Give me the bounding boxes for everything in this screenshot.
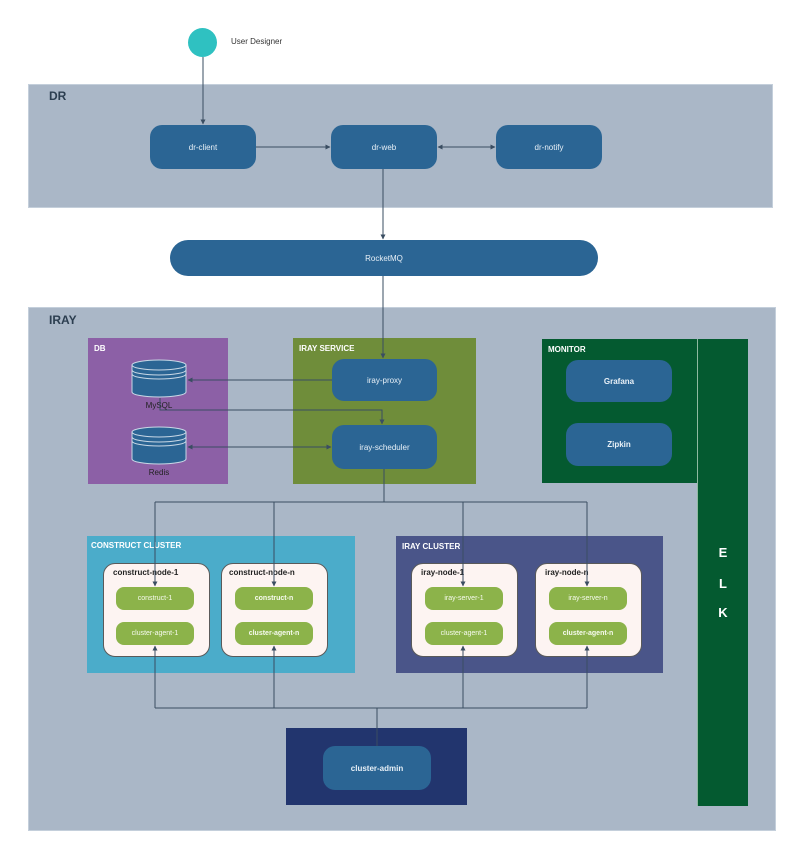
elk-letter-e: E	[718, 545, 728, 560]
cluster-admin-node[interactable]: cluster-admin	[323, 746, 431, 790]
grafana-node[interactable]: Grafana	[566, 360, 672, 402]
arrow-mysql-to-iray-scheduler	[159, 398, 385, 425]
user-designer-actor-icon	[188, 28, 217, 57]
mysql-label: MySQL	[145, 401, 173, 410]
redis-database-icon	[131, 426, 187, 465]
iray-cluster-title: IRAY CLUSTER	[402, 542, 461, 551]
dr-client-node[interactable]: dr-client	[150, 125, 256, 169]
dr-notify-node[interactable]: dr-notify	[496, 125, 602, 169]
redis-label: Redis	[148, 468, 170, 477]
elk-letter-k: K	[718, 605, 728, 620]
construct-cluster-title: CONSTRUCT CLUSTER	[91, 541, 182, 550]
dr-region-title: DR	[49, 89, 67, 103]
actor-label: User Designer	[231, 37, 283, 46]
construct-node-n-title: construct-node-n	[229, 568, 295, 577]
iray-region-title: IRAY	[49, 313, 77, 327]
construct-n-pill[interactable]: construct-n	[235, 587, 313, 610]
iray-server-n-pill[interactable]: iray-server-n	[549, 587, 627, 610]
mysql-database-icon	[131, 359, 187, 398]
iray-cluster-agent-n-pill[interactable]: cluster-agent-n	[549, 622, 627, 645]
iray-service-group-title: IRAY SERVICE	[299, 344, 355, 353]
iray-scheduler-node[interactable]: iray-scheduler	[332, 425, 437, 469]
iray-node-1-title: iray-node-1	[421, 568, 465, 577]
monitor-group-title: MONITOR	[548, 345, 586, 354]
elk-bar: E L K	[697, 339, 748, 806]
cluster-agent-1-pill[interactable]: cluster-agent-1	[116, 622, 194, 645]
iray-server-1-pill[interactable]: iray-server-1	[425, 587, 503, 610]
construct-node-1-title: construct-node-1	[113, 568, 179, 577]
dr-web-node[interactable]: dr-web	[331, 125, 437, 169]
db-group-title: DB	[94, 344, 106, 353]
cluster-agent-n-pill[interactable]: cluster-agent-n	[235, 622, 313, 645]
iray-proxy-node[interactable]: iray-proxy	[332, 359, 437, 401]
elk-letter-l: L	[719, 576, 727, 591]
iray-cluster-agent-1-pill[interactable]: cluster-agent-1	[425, 622, 503, 645]
rocketmq-bus[interactable]: RocketMQ	[170, 240, 598, 276]
construct-1-pill[interactable]: construct-1	[116, 587, 194, 610]
zipkin-node[interactable]: Zipkin	[566, 423, 672, 466]
iray-node-n-title: iray-node-n	[545, 568, 589, 577]
